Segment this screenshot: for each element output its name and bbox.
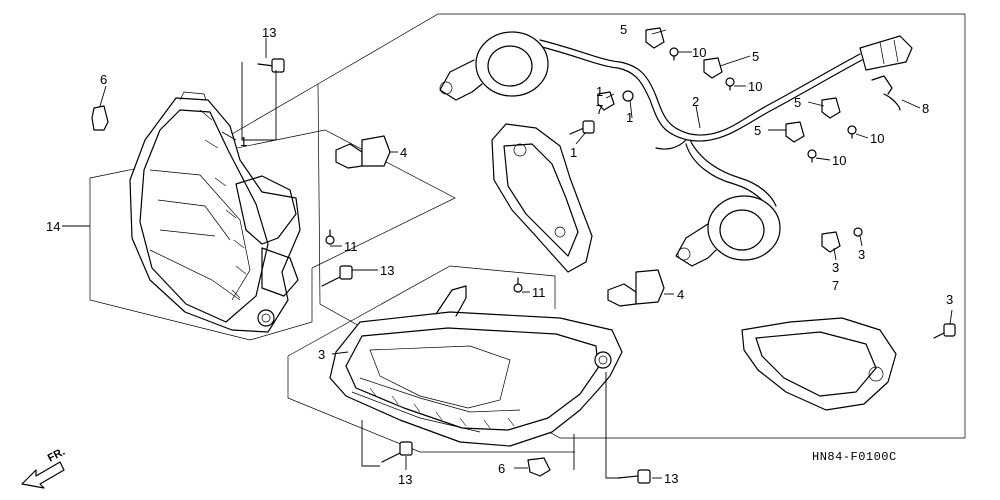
callout-10: 10 — [748, 79, 762, 94]
screw-10-c — [847, 125, 857, 139]
front-direction-indicator: FR. — [21, 446, 67, 489]
clip-5-b — [703, 57, 723, 79]
bolt-3-right — [933, 323, 956, 339]
callout-5: 5 — [754, 123, 761, 138]
callout-1: 1 — [240, 134, 247, 149]
diagram-code: HN84-F0100C — [812, 450, 897, 464]
callout-4: 4 — [677, 287, 684, 302]
headlight-rear-cover — [491, 123, 593, 273]
lower-headlight-unit — [329, 285, 623, 447]
callout-6: 6 — [498, 461, 505, 476]
callout-10: 10 — [870, 131, 884, 146]
band-8 — [871, 75, 901, 111]
left-headlight-unit — [129, 91, 301, 333]
screw-10-b — [725, 77, 735, 91]
screw-11-a — [325, 229, 335, 245]
callout-3: 3 — [832, 260, 839, 275]
screw-10-a — [669, 47, 679, 61]
clip-6-top — [91, 105, 109, 131]
callout-13: 13 — [262, 25, 276, 40]
right-lower-cover — [741, 317, 897, 411]
bulb-upper — [335, 135, 391, 169]
callout-2: 2 — [692, 94, 699, 109]
callout-13: 13 — [664, 471, 678, 486]
clip-5-d — [785, 121, 805, 143]
grommet-7-right — [821, 231, 841, 253]
wiring-harness — [537, 35, 913, 213]
callout-7: 7 — [832, 278, 839, 293]
callout-13: 13 — [380, 263, 394, 278]
leader-lines — [62, 29, 953, 479]
callout-11: 11 — [532, 285, 546, 300]
callout-14: 14 — [46, 219, 60, 234]
screw-10-d — [807, 149, 817, 163]
bolt-13-top — [257, 58, 285, 73]
callout-5: 5 — [752, 49, 759, 64]
callout-1: 1 — [570, 145, 577, 160]
clip-5-c — [821, 97, 841, 119]
assembly-outline — [89, 13, 966, 453]
callout-10: 10 — [832, 153, 846, 168]
callout-3: 3 — [946, 292, 953, 307]
bolt-13-middle — [321, 265, 353, 287]
callout-5: 5 — [794, 95, 801, 110]
callout-10: 10 — [692, 45, 706, 60]
callout-6: 6 — [100, 72, 107, 87]
callout-1: 1 — [596, 84, 603, 99]
callout-1: 1 — [626, 110, 633, 125]
callout-8: 8 — [922, 101, 929, 116]
clip-5-a — [645, 27, 665, 49]
clip-6-bottom — [527, 457, 551, 477]
bulb-lower — [607, 269, 665, 307]
callout-5: 5 — [620, 22, 627, 37]
upper-bulb-socket — [439, 31, 549, 101]
callout-4: 4 — [400, 145, 407, 160]
callout-labels: 13 6 1 14 4 11 13 11 4 1 1 7 1 2 5 10 5 … — [46, 22, 953, 487]
callout-3: 3 — [858, 247, 865, 262]
callout-7: 7 — [596, 102, 603, 117]
screw-11-b — [513, 277, 523, 293]
screw-1-b — [622, 90, 634, 102]
callout-11: 11 — [344, 239, 358, 254]
bolt-13-bottom-left — [381, 441, 413, 463]
callout-13: 13 — [398, 472, 412, 487]
screw-3-small — [853, 227, 863, 237]
bolt-13-bottom-right — [617, 469, 651, 484]
direction-label: FR. — [46, 446, 67, 465]
lower-bulb-socket — [675, 195, 781, 267]
bolt-1-center — [569, 120, 595, 135]
callout-3: 3 — [318, 347, 325, 362]
